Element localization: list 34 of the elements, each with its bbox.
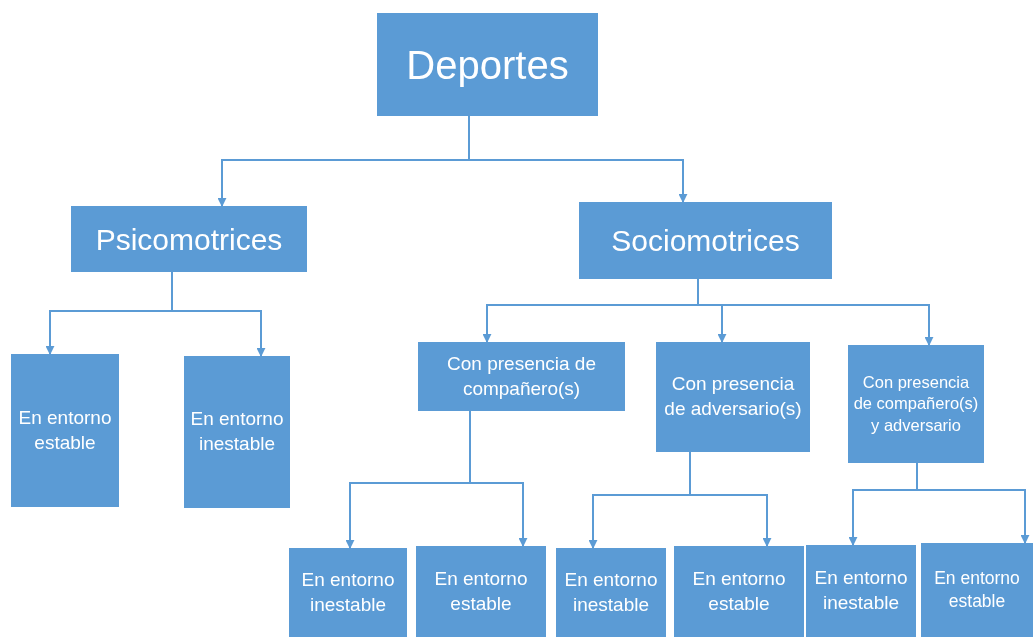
- category-box: [416, 546, 546, 637]
- category-label: Con presencia de compañero(s): [446, 351, 597, 401]
- connector-arrow: [171, 271, 266, 357]
- connector-arrow: [916, 462, 1030, 544]
- category-label: En entorno estable: [691, 566, 787, 616]
- category-box: [848, 345, 984, 463]
- category-label: Sociomotrices: [611, 223, 800, 259]
- category-box: [418, 342, 625, 411]
- category-box: [556, 548, 666, 637]
- category-label: En entorno inestable: [189, 407, 285, 456]
- category-label: En entorno inestable: [300, 567, 396, 617]
- connector-arrow: [469, 410, 528, 547]
- category-box: [289, 548, 407, 637]
- category-box: [656, 342, 810, 452]
- connector-arrow: [689, 451, 772, 547]
- category-label: En entorno estable: [433, 566, 529, 616]
- category-box: [184, 356, 290, 508]
- category-box: [377, 13, 598, 116]
- category-box: [71, 206, 307, 272]
- category-label: En entorno inestable: [563, 567, 659, 617]
- category-label: En entorno inestable: [813, 566, 909, 615]
- connector-arrow: [468, 115, 688, 203]
- category-box: [806, 545, 916, 637]
- category-label: Con presencia de adversario(s): [663, 372, 803, 421]
- category-box: [921, 543, 1033, 637]
- connector-arrow: [697, 278, 934, 346]
- category-box: [579, 202, 832, 279]
- category-label: Con presencia de compañero(s) y adversario: [852, 371, 980, 436]
- category-box: [11, 354, 119, 507]
- category-label: En entorno estable: [17, 405, 113, 455]
- category-label: En entorno estable: [933, 567, 1021, 613]
- category-box: [674, 546, 804, 637]
- category-label: Psicomotrices: [95, 221, 283, 258]
- category-label: Deportes: [406, 41, 569, 89]
